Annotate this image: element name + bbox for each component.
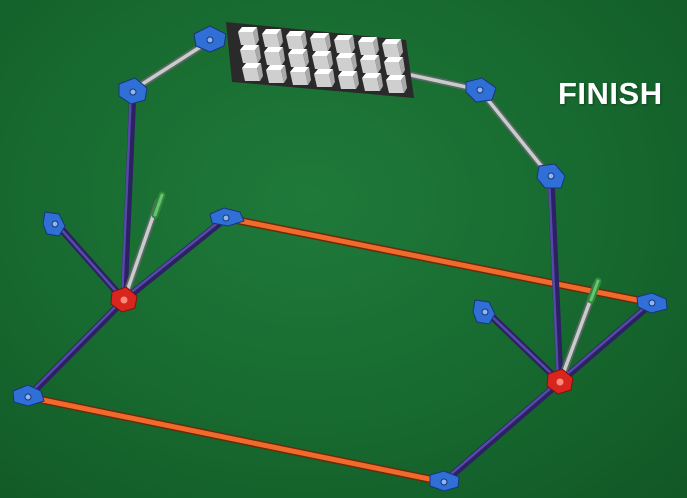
white-block [358,37,379,55]
white-block [386,75,407,93]
finish-label: FINISH [558,76,663,111]
white-block [242,63,263,81]
white-block [338,71,359,89]
blue-rod-left-upright [120,86,137,304]
connector-back-right [636,292,668,314]
white-block [286,31,307,49]
hub-left [110,286,138,313]
white-block [314,69,335,87]
orange-rods [24,214,656,486]
white-block [240,45,261,63]
white-block [336,53,357,71]
blue-rod-right-front [440,378,564,486]
connector-top-right [465,77,497,103]
connector-upright-right [536,163,566,189]
red-connectors [110,286,574,395]
white-block [312,51,333,69]
blue-rod-left-front [24,296,128,401]
connector-top-left [193,25,227,53]
blue-rod-left-back [120,214,230,304]
connector-back-left [209,207,245,227]
grey-rods [129,38,555,182]
connector-upright-left [118,77,148,105]
blue-rod-right-upright [547,174,564,386]
green-tip-rods [120,191,602,386]
white-block [266,65,287,83]
white-block [262,29,283,47]
connector-front-left [12,384,45,407]
white-block [288,49,309,67]
block-panel [226,22,414,98]
connector-diagonal-right [472,299,496,325]
white-block [362,73,383,91]
white-blocks [238,27,407,93]
white-block [290,67,311,85]
blue-connectors [12,25,668,492]
white-block [384,57,405,75]
white-block [360,55,381,73]
white-block [382,39,403,57]
white-block [264,47,285,65]
blue-rod-right-back [556,299,656,386]
white-block [310,33,331,51]
connector-front-right [429,470,460,492]
white-block [238,27,259,45]
connector-diagonal-left [42,211,66,237]
white-block [334,35,355,53]
hub-right [546,368,574,395]
